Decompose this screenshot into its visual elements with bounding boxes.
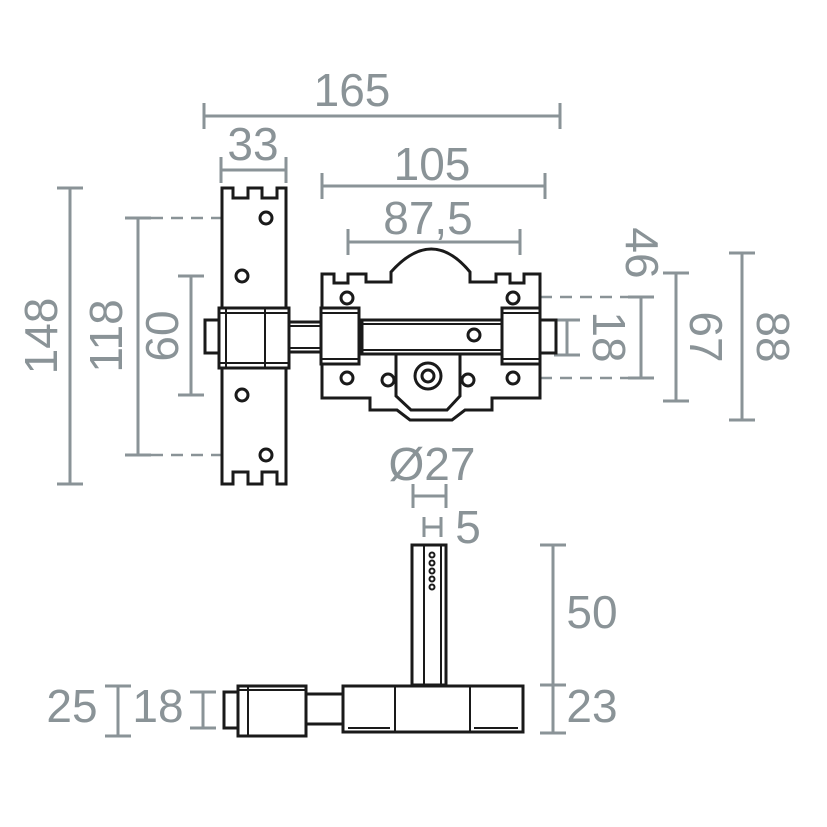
cylinder-inner bbox=[420, 368, 436, 384]
plate-hole-bottom bbox=[258, 447, 274, 463]
body-hole-br bbox=[505, 370, 521, 386]
dim-case-height-67: 67 bbox=[680, 311, 732, 362]
lock-body bbox=[319, 247, 558, 422]
dim-cylinder-length: 50 bbox=[566, 586, 617, 638]
dim-depth-25: 25 bbox=[46, 680, 97, 732]
body-hole-bl bbox=[339, 370, 355, 386]
dim-depth-23: 23 bbox=[566, 680, 617, 732]
plate-hole-lower bbox=[234, 387, 250, 403]
body-hole-ml bbox=[380, 372, 396, 388]
body-hole-bolt bbox=[466, 327, 482, 343]
body-hole-mr bbox=[460, 372, 476, 388]
strike-plate bbox=[203, 186, 291, 486]
dim-cam-width: 5 bbox=[455, 501, 481, 553]
dim-depth-18: 18 bbox=[132, 680, 183, 732]
dim-overall-width: 165 bbox=[314, 64, 391, 116]
body-hole-tl bbox=[339, 290, 355, 306]
body-side bbox=[341, 684, 525, 734]
dim-cylinder-diameter: Ø27 bbox=[389, 438, 476, 490]
dim-case-width: 105 bbox=[394, 138, 471, 190]
dim-hole-spacing-width: 87,5 bbox=[383, 192, 473, 244]
dim-case-height-46: 46 bbox=[616, 227, 668, 278]
bolt bbox=[287, 320, 325, 354]
dim-plate-width: 33 bbox=[227, 118, 278, 170]
dimension-lines bbox=[57, 103, 755, 738]
dim-plate-height: 148 bbox=[15, 298, 67, 375]
dim-bolt-height-18: 18 bbox=[583, 311, 635, 362]
dimension-labels: 165 33 105 87,5 148 118 60 46 18 67 88 Ø… bbox=[15, 64, 799, 732]
keeper-box bbox=[217, 306, 291, 370]
plate-hole-top bbox=[258, 210, 274, 226]
dim-plate-hole-spacing: 118 bbox=[80, 299, 132, 372]
body-hole-tr bbox=[505, 290, 521, 306]
dim-plate-inner: 60 bbox=[136, 310, 188, 361]
side-view bbox=[222, 543, 525, 738]
dim-case-height-88: 88 bbox=[747, 311, 799, 362]
plate-hole-upper bbox=[234, 268, 250, 284]
